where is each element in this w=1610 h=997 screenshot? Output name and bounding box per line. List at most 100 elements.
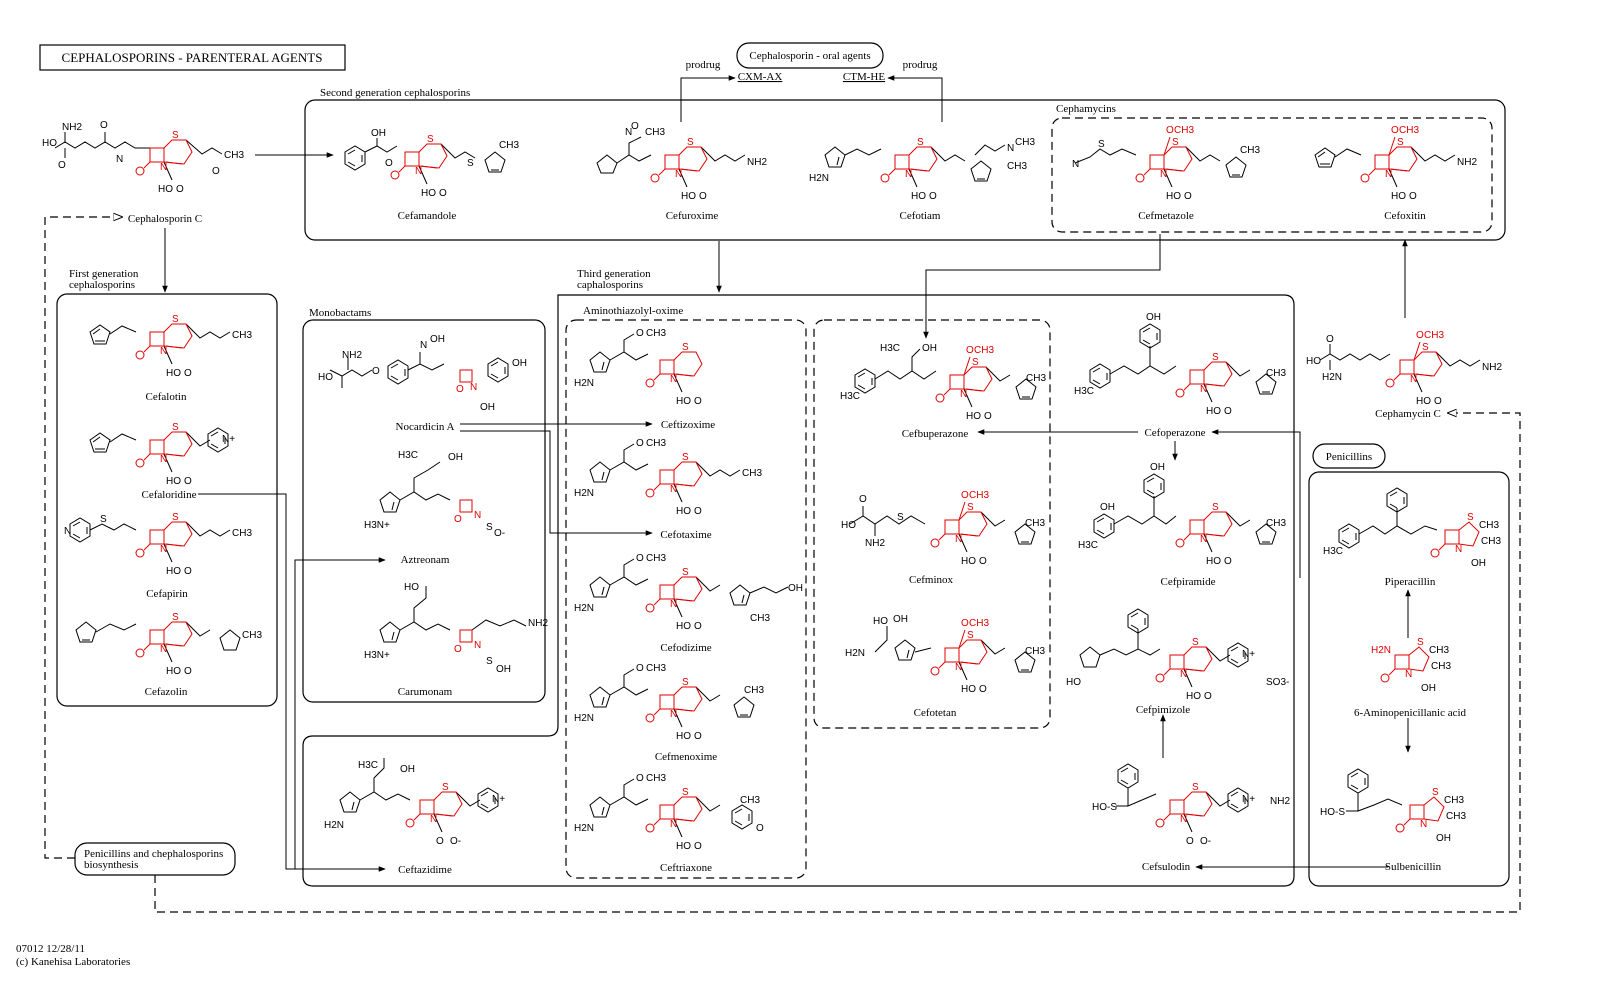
svg-text:N: N — [415, 166, 422, 177]
svg-text:NH2: NH2 — [865, 538, 885, 549]
svg-text:S: S — [442, 782, 449, 793]
svg-text:OH: OH — [496, 664, 511, 675]
svg-text:HO: HO — [1066, 677, 1081, 688]
label-cefbuperazone[interactable]: Cefbuperazone — [902, 428, 969, 440]
svg-text:CH3: CH3 — [1266, 518, 1286, 529]
svg-text:O: O — [636, 663, 644, 674]
label-cefodizime[interactable]: Cefodizime — [660, 642, 711, 654]
svg-text:H3C: H3C — [840, 391, 860, 402]
label-cephalosporin-c[interactable]: Cephalosporin C — [128, 213, 202, 225]
svg-text:N+: N+ — [492, 794, 505, 805]
svg-text:CH3: CH3 — [242, 630, 262, 641]
svg-text:N: N — [670, 819, 677, 830]
oral-agents-box[interactable] — [736, 42, 884, 69]
svg-text:HO: HO — [841, 520, 856, 531]
svg-text:CH3: CH3 — [750, 613, 770, 624]
svg-text:S: S — [172, 512, 179, 523]
svg-text:N: N — [1455, 544, 1462, 555]
label-cefapirin[interactable]: Cefapirin — [146, 588, 188, 600]
svg-text:N: N — [160, 346, 167, 357]
label-ceftizoxime[interactable]: Ceftizoxime — [661, 419, 715, 431]
svg-text:OH: OH — [371, 128, 386, 139]
svg-text:S: S — [972, 357, 979, 368]
third-gen-label-2: caphalosporins — [577, 279, 643, 291]
label-ceftriaxone[interactable]: Ceftriaxone — [660, 862, 712, 874]
monobactams-box — [302, 319, 546, 703]
label-cefoxitin[interactable]: Cefoxitin — [1384, 210, 1426, 222]
label-cefuroxime[interactable]: Cefuroxime — [666, 210, 719, 222]
svg-text:CH3: CH3 — [1431, 661, 1451, 672]
svg-text:CH3: CH3 — [224, 150, 244, 161]
svg-text:CH3: CH3 — [646, 663, 666, 674]
label-cefaloridine[interactable]: Cefaloridine — [142, 489, 197, 501]
penicillins-group-box — [1308, 471, 1510, 887]
label-cefotiam[interactable]: Cefotiam — [900, 210, 941, 222]
svg-text:N: N — [1420, 819, 1427, 830]
biosynthesis-label-1[interactable]: Penicillins and chephalosporins — [84, 848, 223, 860]
svg-text:S: S — [682, 787, 689, 798]
aminothiazolyl-box — [565, 319, 807, 879]
svg-text:O: O — [636, 438, 644, 449]
label-cefsulodin[interactable]: Cefsulodin — [1142, 861, 1191, 873]
svg-text:N: N — [1180, 814, 1187, 825]
label-cefoperazone[interactable]: Cefoperazone — [1144, 427, 1205, 439]
label-cefmetazole[interactable]: Cefmetazole — [1138, 210, 1194, 222]
svg-text:CH3: CH3 — [646, 438, 666, 449]
svg-text:H2N: H2N — [574, 603, 594, 614]
svg-text:N: N — [160, 454, 167, 465]
label-cefotaxime[interactable]: Cefotaxime — [660, 529, 711, 541]
svg-text:O: O — [1166, 125, 1174, 136]
svg-text:H2N: H2N — [574, 823, 594, 834]
label-cefotetan[interactable]: Cefotetan — [914, 707, 957, 719]
penicillins-label[interactable]: Penicillins — [1326, 451, 1372, 463]
svg-text:O-: O- — [494, 528, 505, 539]
ctm-he-link[interactable]: CTM-HE — [843, 71, 885, 83]
label-cefmenoxime[interactable]: Cefmenoxime — [655, 751, 717, 763]
svg-text:OH: OH — [1150, 462, 1165, 473]
svg-text:OH: OH — [922, 343, 937, 354]
label-cefamandole[interactable]: Cefamandole — [398, 210, 457, 222]
label-cefazolin[interactable]: Cefazolin — [145, 686, 188, 698]
cxm-ax-link[interactable]: CXM-AX — [738, 71, 783, 83]
svg-text:O: O — [699, 191, 707, 202]
label-carumonam[interactable]: Carumonam — [398, 686, 453, 698]
label-piperacillin[interactable]: Piperacillin — [1385, 576, 1436, 588]
label-nocardicin-a[interactable]: Nocardicin A — [396, 421, 455, 433]
svg-text:HO: HO — [676, 731, 691, 742]
third-gen-label-1: Third generation — [577, 268, 651, 280]
svg-text:N+: N+ — [1242, 794, 1255, 805]
penicillins-box[interactable] — [1312, 443, 1386, 469]
svg-text:O: O — [456, 384, 464, 395]
label-cefpiramide[interactable]: Cefpiramide — [1161, 576, 1216, 588]
svg-text:N: N — [960, 389, 967, 400]
label-aminopenicillanic[interactable]: 6-Aminopenicillanic acid — [1354, 707, 1467, 719]
svg-text:S: S — [917, 137, 924, 148]
label-cephamycin-c[interactable]: Cephamycin C — [1375, 408, 1441, 420]
label-ceftazidime[interactable]: Ceftazidime — [398, 864, 452, 876]
svg-text:NH2: NH2 — [62, 122, 82, 133]
svg-text:S: S — [100, 514, 107, 525]
svg-text:HO-S: HO-S — [1092, 802, 1117, 813]
label-aztreonam[interactable]: Aztreonam — [401, 554, 450, 566]
label-cefalotin[interactable]: Cefalotin — [146, 391, 187, 403]
svg-text:N: N — [474, 510, 481, 521]
label-cefpimizole[interactable]: Cefpimizole — [1136, 704, 1190, 716]
label-sulbenicillin[interactable]: Sulbenicillin — [1385, 861, 1442, 873]
biosynthesis-label-2[interactable]: biosynthesis — [84, 859, 138, 871]
oral-agents-label[interactable]: Cephalosporin - oral agents — [749, 50, 870, 62]
svg-text:S: S — [172, 422, 179, 433]
second-gen-label: Second generation cephalosporins — [320, 87, 470, 99]
svg-text:N: N — [160, 544, 167, 555]
label-cefminox[interactable]: Cefminox — [909, 574, 953, 586]
svg-text:CH3: CH3 — [1444, 795, 1464, 806]
